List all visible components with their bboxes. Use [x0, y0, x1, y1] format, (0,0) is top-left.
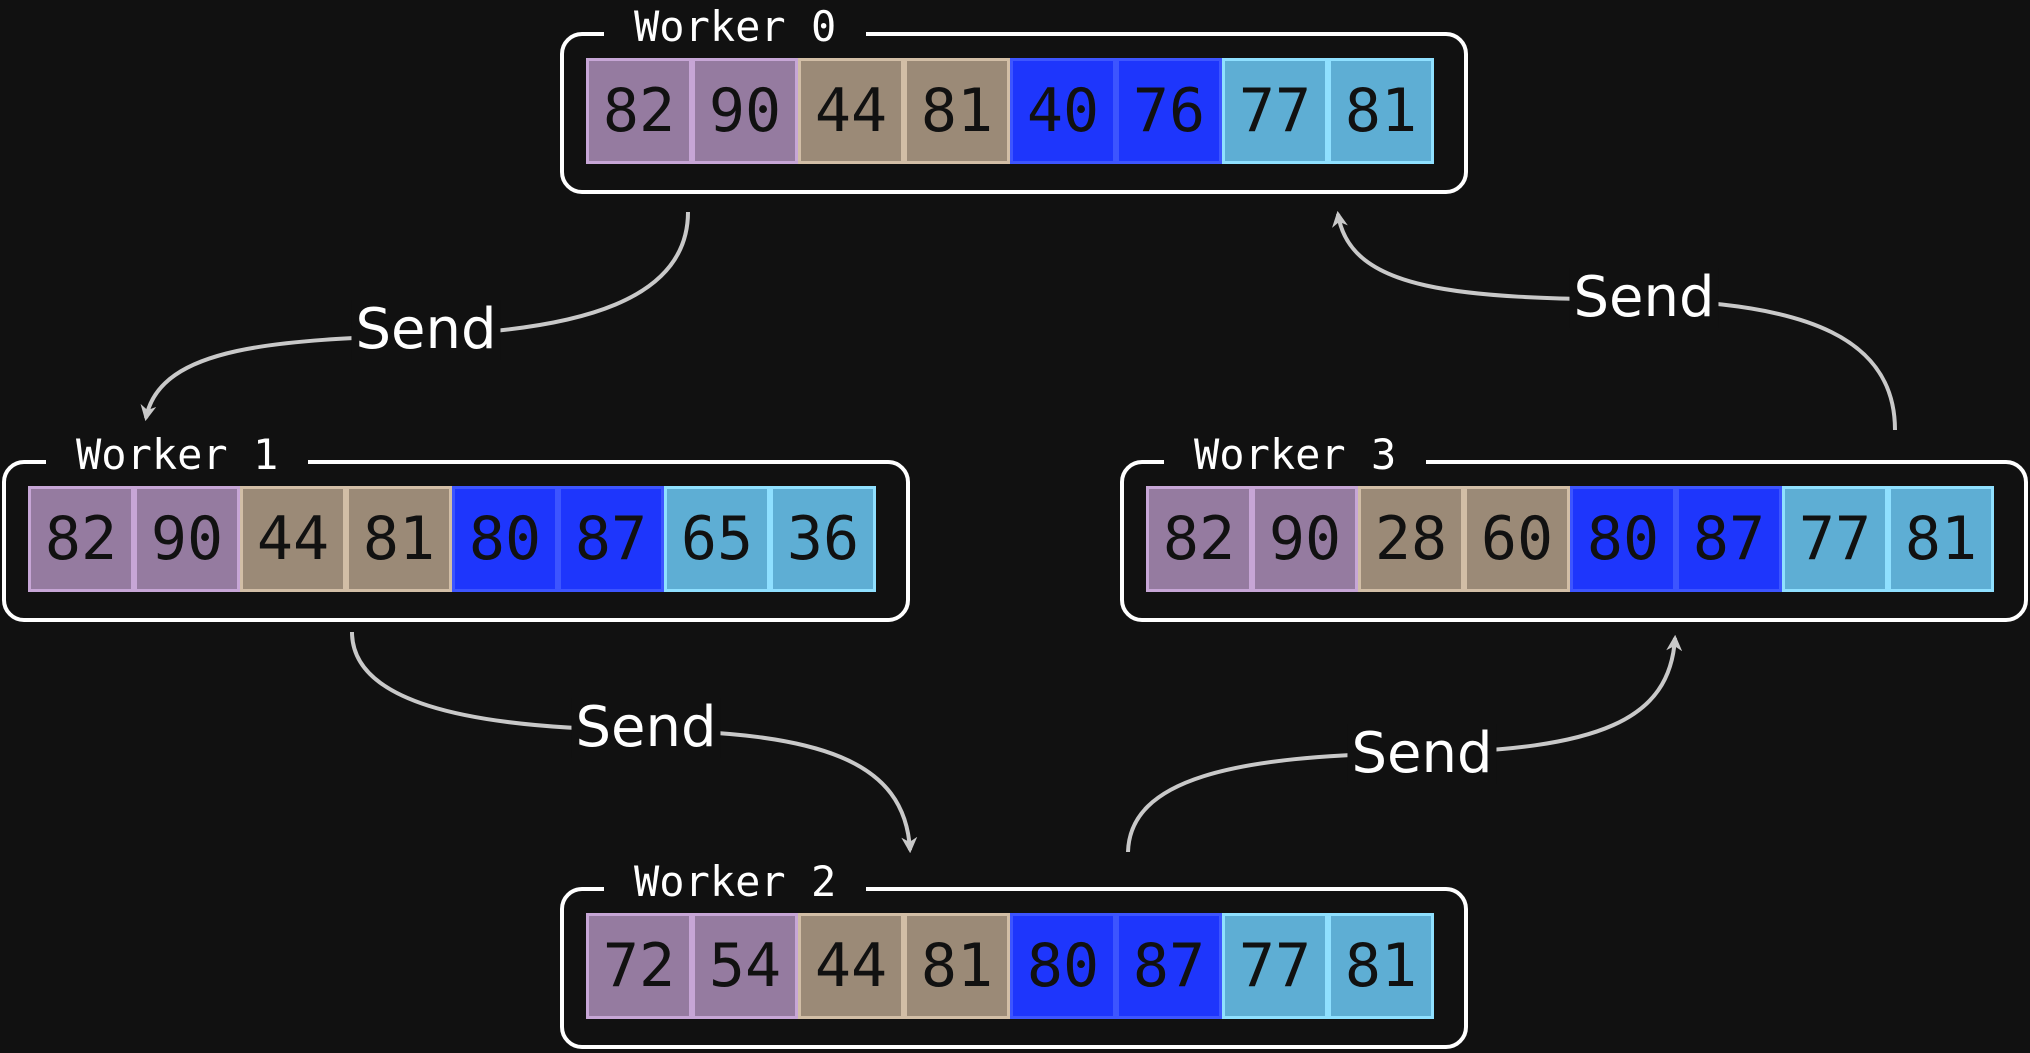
value-cell: 82 [28, 486, 134, 592]
value-cell: 81 [1328, 58, 1434, 164]
value-cell: 82 [1146, 486, 1252, 592]
send-label-3-to-0: Send [1569, 268, 1719, 328]
value-cell: 65 [664, 486, 770, 592]
value-cell: 90 [692, 58, 798, 164]
value-cell: 54 [692, 913, 798, 1019]
value-cell: 44 [798, 58, 904, 164]
value-cell: 77 [1222, 913, 1328, 1019]
value-cell: 40 [1010, 58, 1116, 164]
value-cell: 81 [1328, 913, 1434, 1019]
value-cell: 28 [1358, 486, 1464, 592]
value-cell: 87 [1116, 913, 1222, 1019]
value-cell: 80 [452, 486, 558, 592]
value-cell: 87 [1676, 486, 1782, 592]
value-cell: 81 [904, 913, 1010, 1019]
worker-2-title: Worker 2 [604, 857, 867, 907]
value-cell: 90 [1252, 486, 1358, 592]
value-cell: 90 [134, 486, 240, 592]
send-label-2-to-3: Send [1347, 724, 1497, 784]
send-label-1-to-2: Send [571, 698, 721, 758]
value-cell: 36 [770, 486, 876, 592]
value-cell: 72 [586, 913, 692, 1019]
value-cell: 80 [1010, 913, 1116, 1019]
value-cell: 76 [1116, 58, 1222, 164]
send-label-0-to-1: Send [351, 300, 501, 360]
value-cell: 82 [586, 58, 692, 164]
value-cell: 81 [904, 58, 1010, 164]
value-cell: 80 [1570, 486, 1676, 592]
value-cell: 81 [1888, 486, 1994, 592]
value-cell: 44 [798, 913, 904, 1019]
value-cell: 87 [558, 486, 664, 592]
value-cell: 44 [240, 486, 346, 592]
value-cell: 60 [1464, 486, 1570, 592]
value-cell: 77 [1782, 486, 1888, 592]
worker-1-title: Worker 1 [46, 430, 309, 480]
value-cell: 77 [1222, 58, 1328, 164]
worker-3-title: Worker 3 [1164, 430, 1427, 480]
value-cell: 81 [346, 486, 452, 592]
worker-0-title: Worker 0 [604, 2, 867, 52]
